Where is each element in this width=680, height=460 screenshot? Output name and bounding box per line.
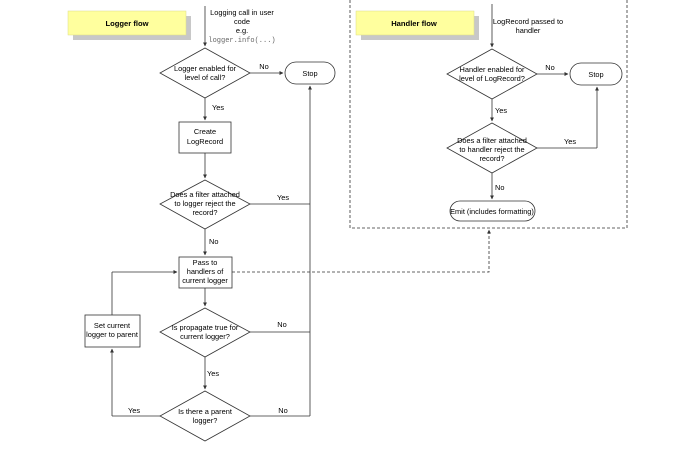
emit-terminal xyxy=(449,200,536,222)
logger-flow-title: Logger flow xyxy=(67,10,191,40)
handler-entry-text: LogRecord passed to handler xyxy=(493,17,563,35)
handler-flow-title-box xyxy=(355,10,475,36)
handler-entry-line-1: LogRecord passed to xyxy=(493,17,563,26)
logger-stop-label: Stop xyxy=(302,69,317,78)
logger-entry-line-1: Logging call in user xyxy=(210,8,274,17)
logger-enabled-line-2: level of call? xyxy=(185,73,226,82)
create-logrecord-line-1: Create xyxy=(194,127,216,136)
handler-filter-line-2: to handler reject the xyxy=(459,145,524,154)
set-parent-line-1: Set current xyxy=(94,321,130,330)
handler-flow-title: Handler flow xyxy=(355,10,479,40)
pass-to-handlers-line-3: current logger xyxy=(182,276,228,285)
handler-flow-container xyxy=(349,0,628,229)
logger-stop-terminal xyxy=(284,61,336,85)
propagate-line-1: Is propagate true for xyxy=(172,323,239,332)
emit-label: Emit (includes formatting) xyxy=(450,207,534,216)
pass-to-handlers-box xyxy=(178,256,233,289)
edge-label-yes: Yes xyxy=(564,137,576,146)
logger-flow-title-box xyxy=(67,10,187,36)
logger-filter-line-1: Does a filter attached xyxy=(170,190,240,199)
create-logrecord-line-2: LogRecord xyxy=(187,137,223,146)
handler-filter-line-1: Does a filter attached xyxy=(457,136,527,145)
logger-flow-title-text: Logger flow xyxy=(105,19,148,28)
edge-label-yes: Yes xyxy=(212,103,224,112)
edge-pass-to-handler-flow xyxy=(232,229,491,273)
edge-label-no: No xyxy=(277,320,286,329)
parent-line-2: logger? xyxy=(193,416,218,425)
edge-label-no: No xyxy=(495,183,504,192)
handler-stop-label: Stop xyxy=(588,70,603,79)
edge-label-yes: Yes xyxy=(277,193,289,202)
create-logrecord-box xyxy=(178,121,232,154)
set-parent-box xyxy=(84,314,141,348)
handler-filter-line-3: record? xyxy=(479,154,504,163)
edge-label-no: No xyxy=(209,237,218,246)
logger-entry-line-3: e.g. xyxy=(236,26,248,35)
logger-entry-line-2: code xyxy=(234,17,250,26)
pass-to-handlers-line-2: handlers of xyxy=(187,267,225,276)
logger-filter-line-3: record? xyxy=(192,208,217,217)
handler-enabled-line-2: level of LogRecord? xyxy=(459,74,525,83)
logger-entry-text: Logging call in user code e.g. logger.in… xyxy=(208,8,275,45)
edge-label-no: No xyxy=(278,406,287,415)
parent-decision xyxy=(159,390,251,442)
propagate-line-2: current logger? xyxy=(180,332,230,341)
edge-label-no: No xyxy=(545,63,554,72)
edge-label-yes: Yes xyxy=(207,369,219,378)
logger-filter-line-2: to logger reject the xyxy=(174,199,235,208)
handler-entry-line-2: handler xyxy=(516,26,541,35)
handler-enabled-line-1: Handler enabled for xyxy=(460,65,525,74)
pass-to-handlers-line-1: Pass to xyxy=(193,258,218,267)
handler-stop-terminal xyxy=(569,62,623,86)
logger-enabled-line-1: Logger enabled for xyxy=(174,64,237,73)
edge-label-no: No xyxy=(259,62,268,71)
edge-label-yes: Yes xyxy=(495,106,507,115)
edge-label-yes: Yes xyxy=(128,406,140,415)
logger-entry-code: logger.info(...) xyxy=(208,37,275,45)
handler-flow-title-text: Handler flow xyxy=(391,19,437,28)
set-parent-line-2: logger to parent xyxy=(86,330,138,339)
parent-line-1: Is there a parent xyxy=(178,407,232,416)
